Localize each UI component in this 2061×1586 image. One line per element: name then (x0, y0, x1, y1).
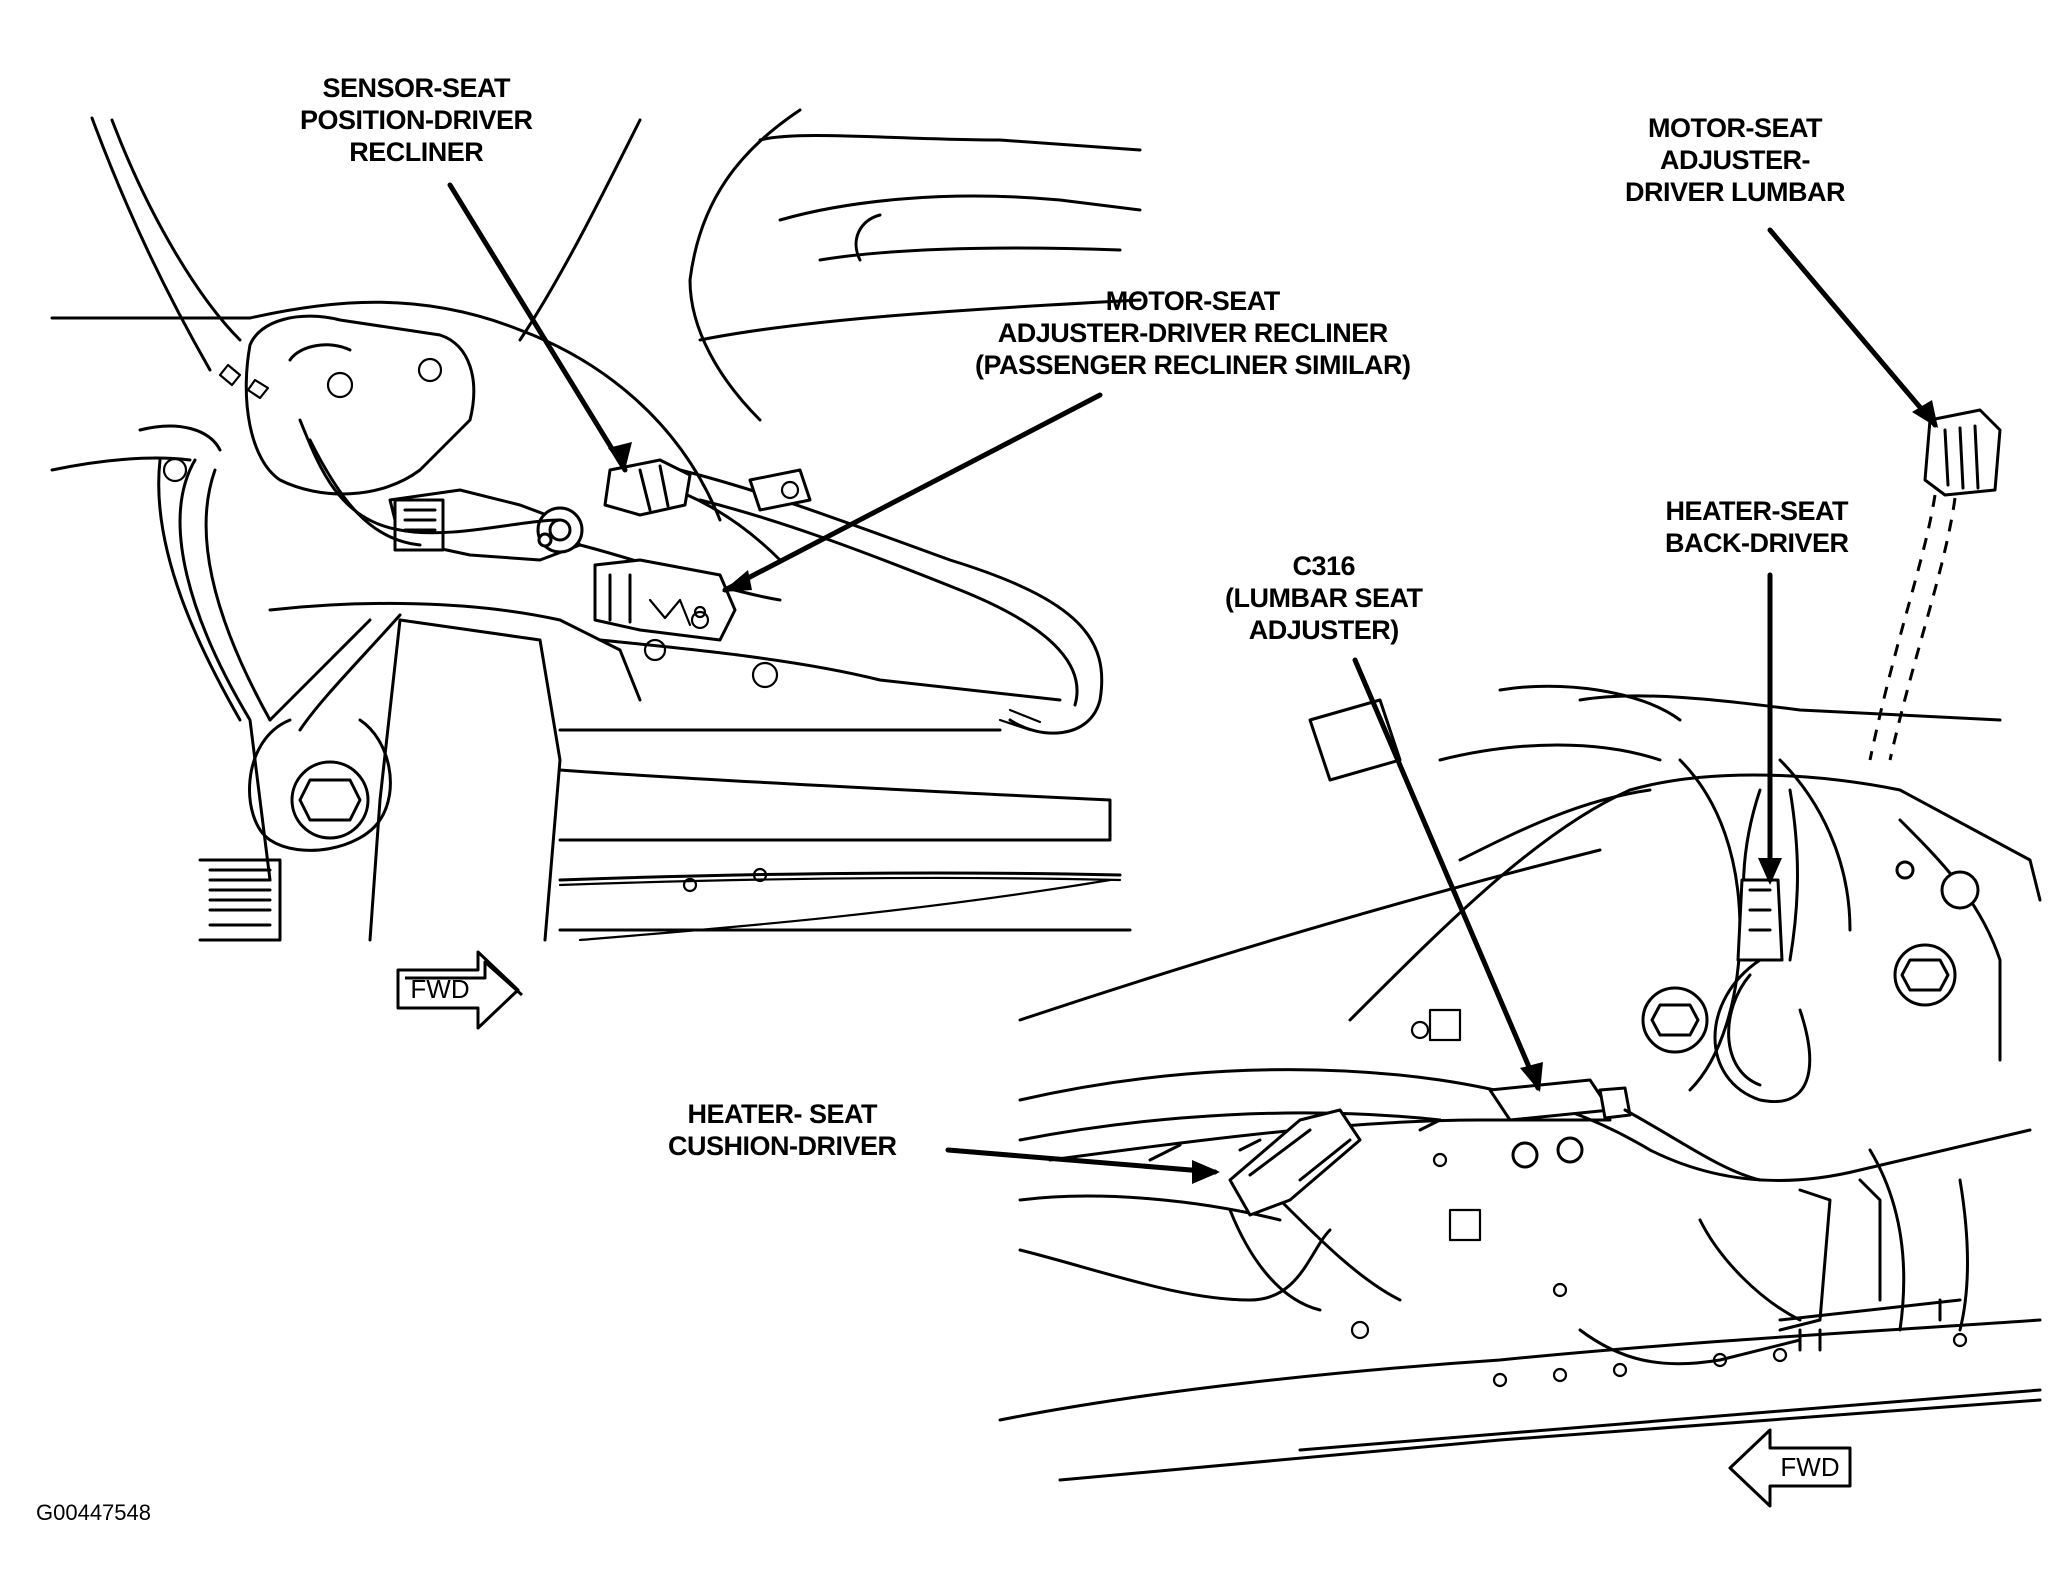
fwd-arrow-left (396, 950, 523, 1030)
label-motor-seat-recliner: MOTOR-SEAT ADJUSTER-DRIVER RECLINER (PAS… (975, 285, 1411, 381)
fwd-label-left: FWD (410, 974, 470, 1004)
label-line: POSITION-DRIVER (300, 105, 533, 135)
leader-lines (447, 182, 1938, 1184)
leader-sensor-seat (447, 182, 628, 473)
label-line: DRIVER LUMBAR (1625, 177, 1846, 207)
label-line: (PASSENGER RECLINER SIMILAR) (975, 350, 1411, 380)
right-seat-illustration (998, 408, 2042, 1482)
label-line: (LUMBAR SEAT (1225, 583, 1423, 613)
fwd-label-right: FWD (1780, 1452, 1840, 1482)
label-line: ADJUSTER- (1659, 145, 1811, 175)
label-line: BACK-DRIVER (1665, 528, 1849, 558)
label-line: ADJUSTER) (1248, 615, 1400, 645)
label-c316: C316 (LUMBAR SEAT ADJUSTER) (1225, 550, 1423, 646)
label-line: HEATER-SEAT (1665, 496, 1849, 526)
label-line: RECLINER (349, 137, 484, 167)
label-heater-seat-back: HEATER-SEAT BACK-DRIVER (1665, 495, 1849, 559)
fwd-arrow-right (1728, 1428, 1852, 1508)
label-sensor-seat-position: SENSOR-SEAT POSITION-DRIVER RECLINER (300, 72, 533, 168)
figure-id: G00447548 (36, 1500, 151, 1525)
label-line: C316 (1292, 551, 1356, 581)
left-seat-illustration (50, 108, 1142, 942)
label-line: MOTOR-SEAT (1648, 113, 1823, 143)
label-line: ADJUSTER-DRIVER RECLINER (997, 318, 1389, 348)
label-motor-seat-lumbar: MOTOR-SEAT ADJUSTER- DRIVER LUMBAR (1625, 112, 1846, 208)
label-heater-seat-cushion: HEATER- SEAT CUSHION-DRIVER (668, 1098, 897, 1162)
leader-motor-recliner (722, 392, 1103, 593)
label-line: HEATER- SEAT (687, 1099, 878, 1129)
label-line: MOTOR-SEAT (1105, 286, 1280, 316)
leader-heater-cushion (945, 1147, 1218, 1175)
label-line: SENSOR-SEAT (322, 73, 511, 103)
leader-c316 (1352, 657, 1541, 1091)
label-line: CUSHION-DRIVER (668, 1131, 897, 1161)
leader-motor-lumbar (1767, 227, 1938, 428)
